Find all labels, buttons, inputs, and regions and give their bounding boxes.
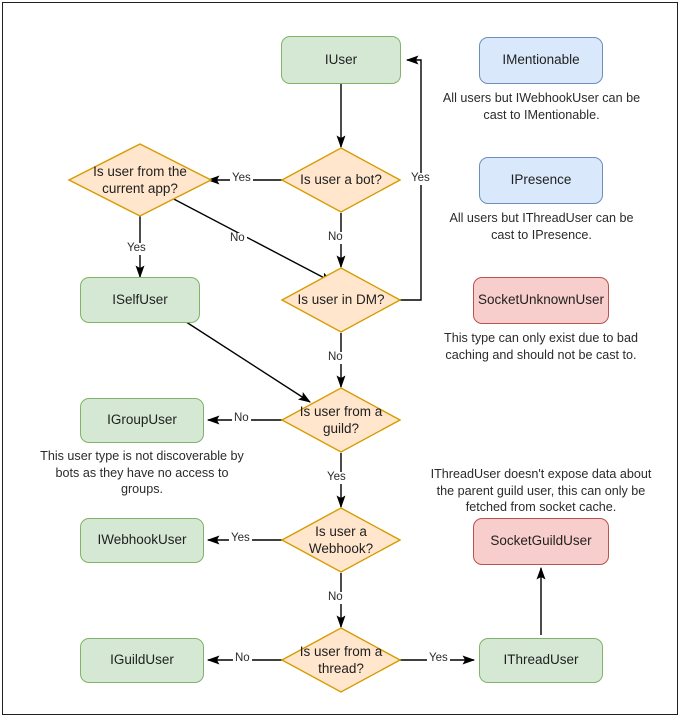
node-iguilduser[interactable]: IGuildUser	[80, 638, 204, 683]
node-is-user-from-a-thread[interactable]: Is user from a thread?	[280, 627, 402, 693]
edge-label-guild-no: No	[232, 412, 251, 425]
edge-label-webhook-no: No	[326, 591, 345, 604]
node-is-user-a-webhook[interactable]: Is user a Webhook?	[280, 507, 402, 573]
node-is-user-from-a-guild-label: Is user from a guild?	[299, 403, 383, 436]
edge-label-bot-yes: Yes	[230, 172, 253, 185]
legend-socketguilduser-label: SocketGuildUser	[490, 533, 592, 549]
node-is-user-from-current-app[interactable]: Is user from the current app?	[67, 143, 213, 217]
node-is-user-in-dm-label: Is user in DM?	[297, 292, 385, 308]
node-is-user-a-webhook-label: Is user a Webhook?	[308, 523, 374, 556]
legend-ipresence-label: IPresence	[510, 172, 572, 188]
edge-label-dm-no: No	[326, 351, 345, 364]
node-iuser[interactable]: IUser	[281, 36, 401, 84]
edge-label-current-app-no: No	[228, 232, 247, 245]
node-is-user-from-a-thread-label: Is user from a thread?	[299, 643, 383, 676]
node-is-user-from-current-app-label: Is user from the current app?	[93, 163, 187, 196]
node-is-user-a-bot[interactable]: Is user a bot?	[280, 147, 402, 213]
node-ithreaduser[interactable]: IThreadUser	[479, 638, 603, 683]
edge-label-current-app-yes: Yes	[125, 242, 148, 255]
node-iwebhookuser[interactable]: IWebhookUser	[80, 518, 204, 563]
legend-socketunknownuser-note: This type can only exist due to bad cach…	[444, 331, 638, 362]
node-is-user-in-dm[interactable]: Is user in DM?	[280, 267, 402, 333]
legend-socketunknownuser-label: SocketUnknownUser	[477, 292, 605, 308]
legend-ipresence[interactable]: IPresence	[479, 157, 603, 204]
node-igroupuser-label: IGroupUser	[107, 412, 177, 428]
legend-socketguilduser-note: IThreadUser doesn't expose data about th…	[430, 467, 652, 515]
legend-imentionable-label: IMentionable	[502, 52, 580, 68]
node-is-user-from-a-guild[interactable]: Is user from a guild?	[280, 387, 402, 453]
node-iuser-label: IUser	[324, 51, 358, 67]
legend-socketguilduser[interactable]: SocketGuildUser	[473, 518, 609, 565]
edge-label-bot-no: No	[326, 231, 345, 244]
edge-label-guild-yes: Yes	[325, 471, 348, 484]
node-iselfuser[interactable]: ISelfUser	[80, 277, 200, 323]
node-ithreaduser-label: IThreadUser	[503, 652, 579, 668]
edge-label-dm-yes: Yes	[409, 172, 432, 185]
node-iselfuser-label: ISelfUser	[112, 291, 168, 307]
node-igroupuser[interactable]: IGroupUser	[80, 398, 204, 443]
legend-imentionable-note: All users but IWebhookUser can be cast t…	[442, 91, 641, 122]
node-iwebhookuser-label: IWebhookUser	[97, 532, 187, 548]
node-is-user-a-bot-label: Is user a bot?	[300, 172, 382, 188]
legend-imentionable[interactable]: IMentionable	[479, 37, 603, 84]
legend-socketunknownuser[interactable]: SocketUnknownUser	[473, 277, 609, 324]
edge-label-webhook-yes: Yes	[229, 532, 252, 545]
edge-label-thread-yes: Yes	[427, 652, 450, 665]
igroupuser-note: This user type is not discoverable by bo…	[40, 449, 244, 497]
node-iguilduser-label: IGuildUser	[110, 652, 174, 668]
legend-ipresence-note: All users but IThreadUser can be cast to…	[449, 211, 634, 242]
edge-label-thread-no: No	[233, 652, 252, 665]
